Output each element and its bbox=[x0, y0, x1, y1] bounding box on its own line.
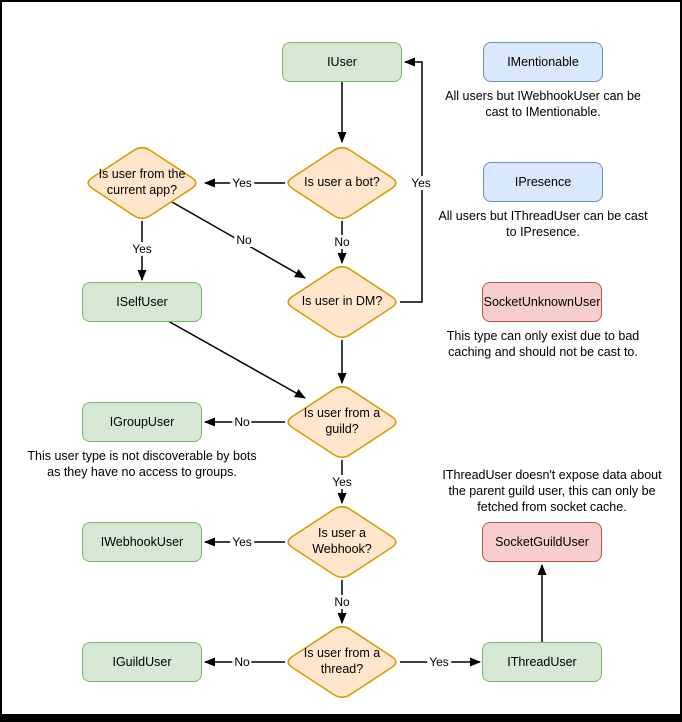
edge-self-to-guild bbox=[167, 320, 306, 399]
node-imentionable: IMentionable bbox=[483, 42, 603, 82]
edge-label-dm-yes: Yes bbox=[409, 176, 433, 190]
node-iguilduser: IGuildUser bbox=[82, 642, 202, 682]
edge-label-webhook-yes: Yes bbox=[230, 535, 254, 549]
edge-label-current-app-yes: Yes bbox=[130, 242, 154, 256]
node-ithreaduser: IThreadUser bbox=[482, 642, 602, 682]
decision-from-thread-label: Is user from a thread? bbox=[303, 646, 381, 676]
edge-label-guild-no: No bbox=[232, 415, 252, 429]
edge-label-current-app-no: No bbox=[234, 233, 254, 247]
node-iselfuser: ISelfUser bbox=[82, 282, 202, 322]
node-ipresence: IPresence bbox=[483, 162, 603, 202]
decision-from-guild-label: Is user from a guild? bbox=[303, 406, 381, 436]
node-iwebhookuser: IWebhookUser bbox=[82, 522, 202, 562]
node-socketunknownuser: SocketUnknownUser bbox=[482, 282, 602, 322]
edge-label-thread-no: No bbox=[232, 655, 252, 669]
decision-is-bot-label: Is user a bot? bbox=[304, 175, 380, 190]
node-socketguilduser: SocketGuildUser bbox=[482, 522, 602, 562]
edge-label-bot-no: No bbox=[332, 235, 352, 249]
note-ithreaduser: IThreadUser doesn't expose data about th… bbox=[442, 468, 662, 514]
decision-is-webhook-label: Is user a Webhook? bbox=[312, 526, 372, 556]
decision-from-current-app-label: Is user from the current app? bbox=[98, 167, 186, 197]
note-igroupuser: This user type is not discoverable by bo… bbox=[27, 449, 257, 479]
note-ipresence: All users but IThreadUser can be cast to… bbox=[438, 209, 648, 239]
note-imentionable: All users but IWebhookUser can be cast t… bbox=[445, 89, 641, 119]
decision-in-dm-label: Is user in DM? bbox=[301, 294, 383, 309]
edge-label-webhook-no: No bbox=[332, 595, 352, 609]
node-iuser: IUser bbox=[282, 42, 402, 82]
node-igroupuser: IGroupUser bbox=[82, 402, 202, 442]
edge-label-bot-yes: Yes bbox=[230, 176, 254, 190]
edge-label-thread-yes: Yes bbox=[427, 655, 451, 669]
note-socketunknownuser: This type can only exist due to bad cach… bbox=[446, 329, 640, 359]
edge-label-guild-yes: Yes bbox=[330, 475, 354, 489]
